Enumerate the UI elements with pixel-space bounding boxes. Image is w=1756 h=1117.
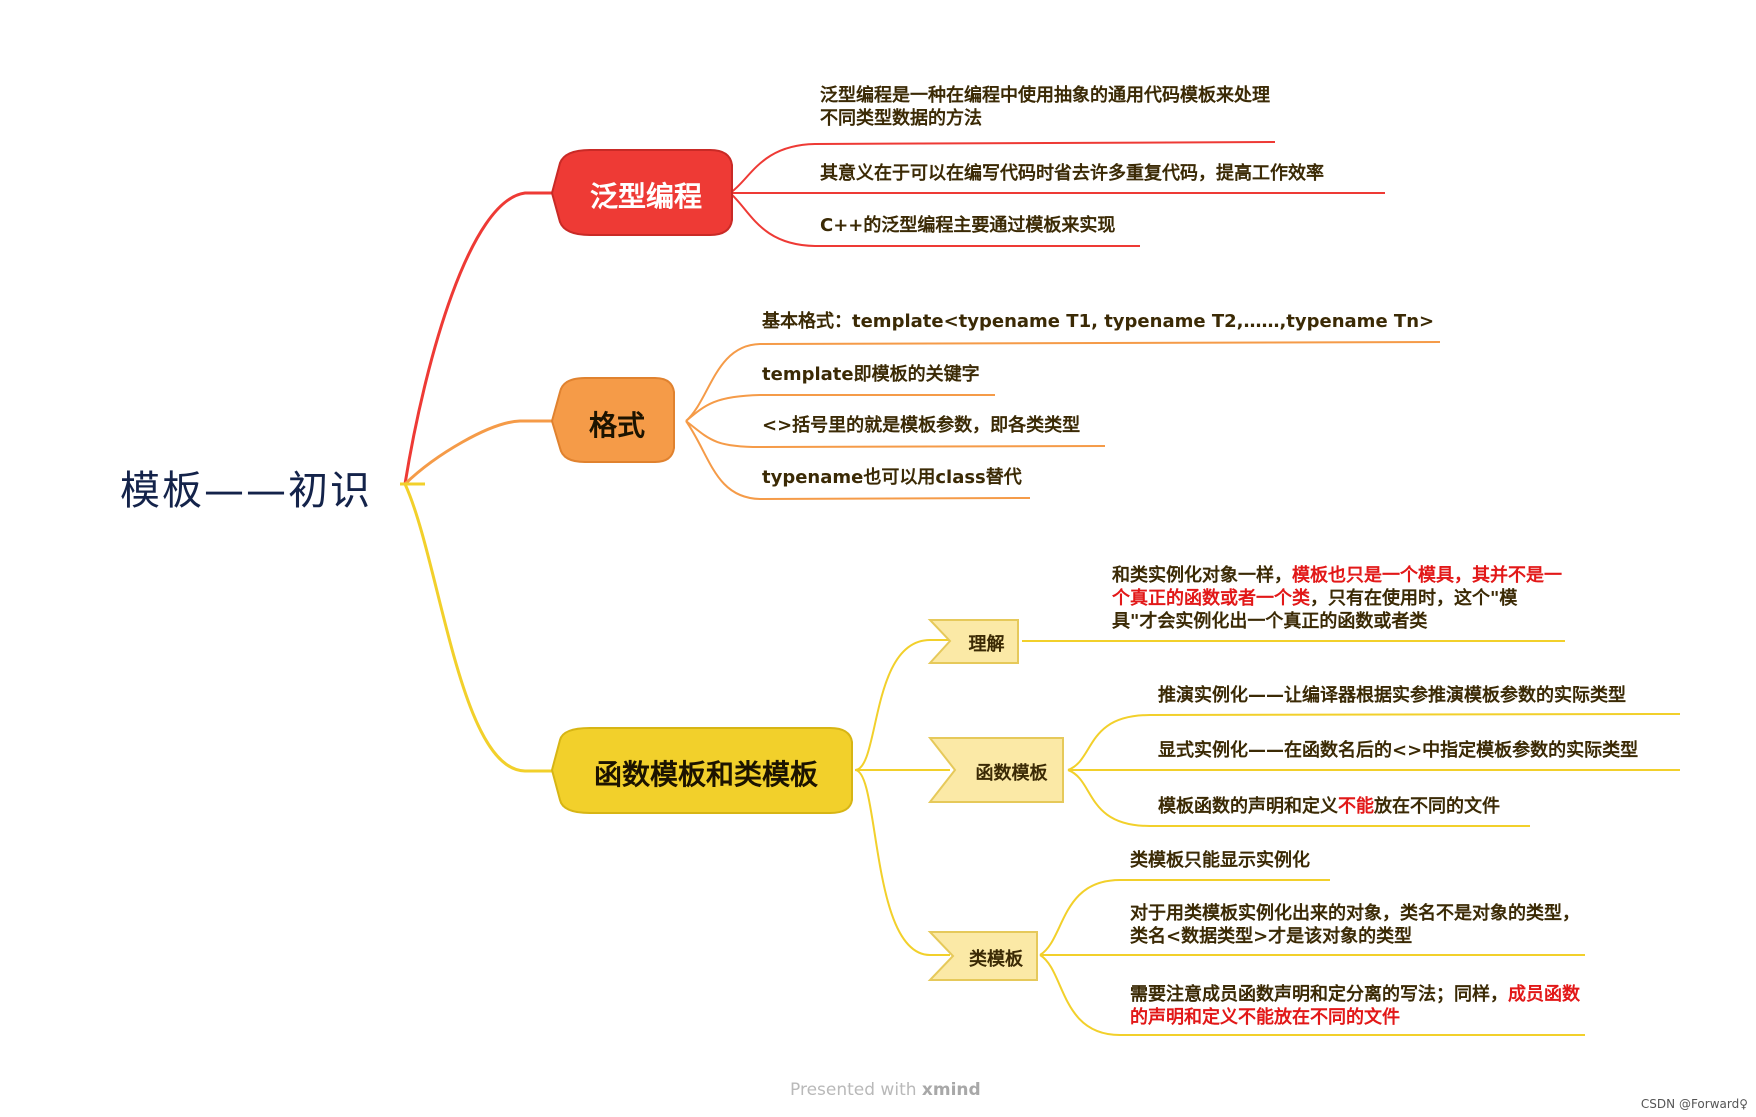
csdn-credit: CSDN @Forward♀ (1640, 1097, 1748, 1111)
root-to-format-line (403, 419, 560, 486)
root-topic[interactable]: 模板——初识 (120, 468, 372, 514)
node-generic-shape[interactable] (550, 149, 733, 236)
format-leaf-1: 基本格式：template<typename T1, typename T2,…… (762, 311, 1435, 332)
function-leaf-3-a: 模板函数的声明和定义 (1158, 796, 1338, 817)
format-to-leaf1-line (685, 341, 1441, 422)
format-to-leaf3-line (685, 420, 1106, 449)
class-leaf-1: 类模板只能显示实例化 (1130, 850, 1310, 871)
format-leaf-4: typename也可以用class替代 (762, 467, 1022, 488)
generic-to-leaf3-line (729, 192, 1140, 247)
function-leaf-2: 显式实例化——在函数名后的<>中指定模板参数的实际类型 (1158, 740, 1639, 761)
function-leaf-3-highlight: 不能 (1338, 796, 1374, 817)
function-to-leaf3-line (1067, 769, 1530, 827)
function-leaf-3: 模板函数的声明和定义不能放在不同的文件 (1158, 795, 1500, 818)
node-understand-shape[interactable] (927, 619, 1019, 664)
node-format-label[interactable]: 格式 (588, 409, 645, 442)
node-understand-label[interactable]: 理解 (968, 634, 1005, 655)
function-leaf-3-b: 放在不同的文件 (1374, 796, 1500, 817)
node-function-label[interactable]: 函数模板 (975, 763, 1048, 784)
understand-text-b: ，只有在使用时，这个"模具"才会实例化出一个真正的函数或者类 (1112, 588, 1518, 632)
format-to-leaf4-line (685, 420, 1031, 501)
function-leaf-1: 推演实例化——让编译器根据实参推演模板参数的实际类型 (1158, 685, 1626, 706)
class-to-leaf3-line (1039, 954, 1585, 1036)
class-to-leaf1-line (1039, 879, 1330, 956)
class-leaf-3: 需要注意成员函数声明和定分离的写法；同样，成员函数的声明和定义不能放在不同的文件 (1130, 983, 1580, 1029)
generic-leaf-1: 泛型编程是一种在编程中使用抽象的通用代码模板来处理不同类型数据的方法 (820, 85, 1270, 129)
class-leaf-2: 对于用类模板实例化出来的对象，类名不是对象的类型，类名<数据类型>才是该对象的类… (1130, 903, 1580, 947)
node-templates-shape[interactable] (550, 727, 853, 814)
node-class-shape[interactable] (927, 931, 1038, 981)
presented-text: Presented with (790, 1080, 917, 1100)
format-leaf-2: template即模板的关键字 (762, 364, 980, 385)
root-to-generic-line (403, 191, 560, 485)
format-to-leaf2-line (685, 394, 995, 422)
node-templates-label[interactable]: 函数模板和类模板 (593, 758, 818, 791)
templates-to-understand-line (854, 639, 950, 771)
templates-to-class-line (854, 769, 950, 956)
understand-leaf: 和类实例化对象一样，模板也只是一个模具，其并不是一个真正的函数或者一个类，只有在… (1112, 564, 1562, 633)
node-class-label[interactable]: 类模板 (969, 949, 1023, 970)
presented-with-footer: Presented with xmind (790, 1080, 981, 1100)
generic-leaf-3: C++的泛型编程主要通过模板来实现 (820, 215, 1116, 236)
xmind-brand: xmind (921, 1080, 981, 1100)
root-to-templates-line (403, 483, 560, 773)
format-leaf-3: <>括号里的就是模板参数，即各类类型 (762, 415, 1081, 436)
class-leaf-3-a: 需要注意成员函数声明和定分离的写法；同样， (1130, 984, 1508, 1005)
generic-to-leaf1-line (729, 141, 1276, 194)
node-generic-label[interactable]: 泛型编程 (589, 180, 702, 213)
understand-text-highlight: 模板也只是一个模具，其并不是一个真正的函数或者一个类 (1112, 565, 1562, 609)
function-to-leaf1-line (1067, 713, 1681, 771)
node-function-shape[interactable] (927, 737, 1064, 803)
node-format-shape[interactable] (550, 377, 675, 463)
understand-text-a: 和类实例化对象一样， (1112, 565, 1292, 586)
class-leaf-3-highlight: 成员函数的声明和定义不能放在不同的文件 (1130, 984, 1580, 1028)
generic-leaf-2: 其意义在于可以在编写代码时省去许多重复代码，提高工作效率 (820, 163, 1324, 184)
